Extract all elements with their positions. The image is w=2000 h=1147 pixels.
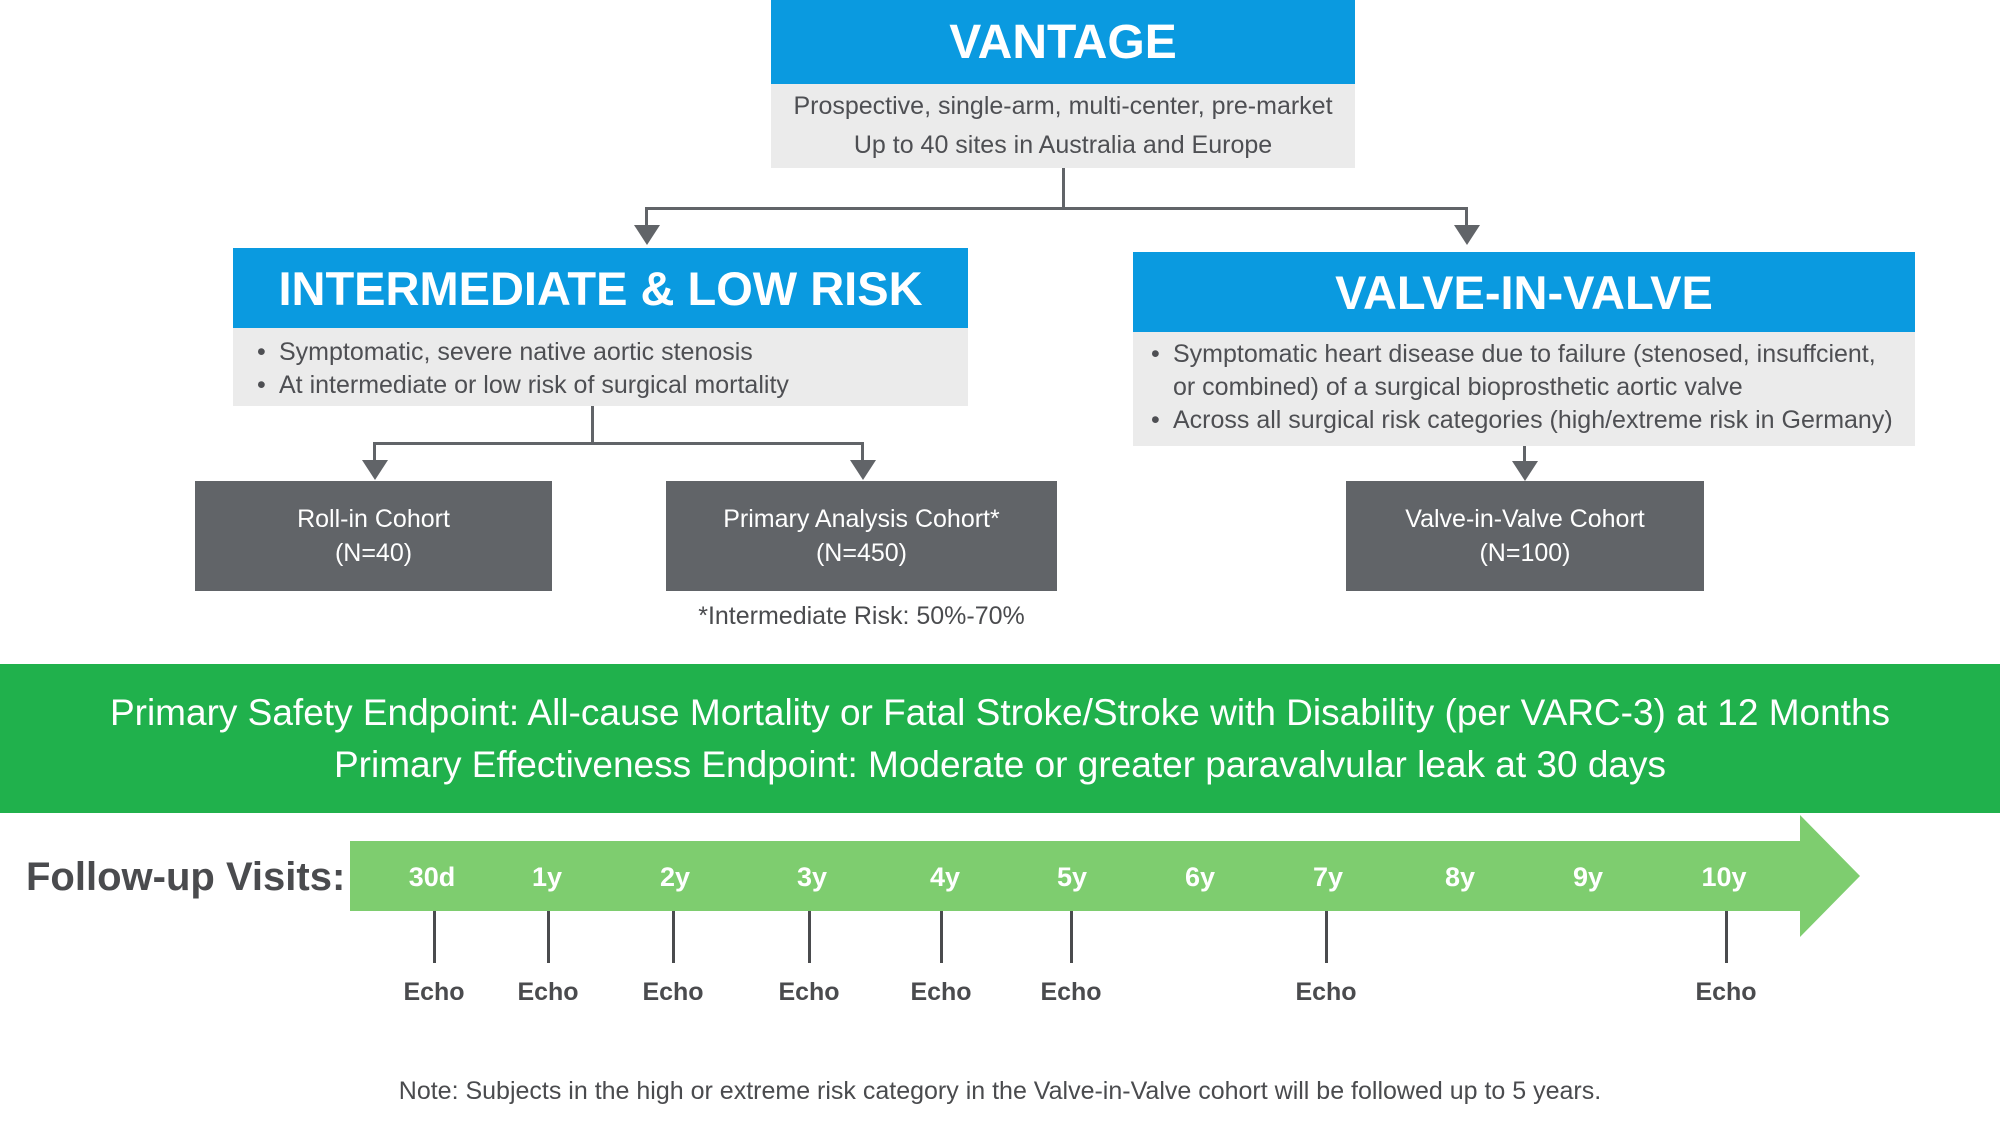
right-arm-bullet: Symptomatic heart disease due to failure… — [1147, 338, 1901, 404]
connector-left-arm-horizontal — [373, 442, 863, 445]
left-arm-bullet: At intermediate or low risk of surgical … — [253, 369, 968, 402]
study-title: VANTAGE — [949, 15, 1177, 69]
connector-to-primary — [861, 442, 864, 460]
right-arm-title-box: VALVE-IN-VALVE — [1133, 252, 1915, 332]
connector-to-right-arm — [1465, 207, 1468, 225]
primary-cohort-footnote: *Intermediate Risk: 50%-70% — [698, 602, 1025, 630]
primary-cohort-n: (N=450) — [815, 539, 907, 567]
arrow-to-roll-in — [362, 460, 388, 480]
primary-effectiveness-endpoint: Primary Effectiveness Endpoint: Moderate… — [334, 743, 1666, 785]
arrow-to-right-arm — [1454, 225, 1480, 245]
echo-label-10y: Echo — [1695, 978, 1757, 1006]
primary-analysis-cohort-box: Primary Analysis Cohort* (N=450) — [666, 481, 1057, 591]
study-sites-line: Up to 40 sites in Australia and Europe — [853, 131, 1273, 159]
follow-up-label: Follow-up Visits: — [26, 855, 346, 899]
viv-cohort-n: (N=100) — [1479, 539, 1571, 567]
endpoints-band: Primary Safety Endpoint: All-cause Morta… — [0, 664, 2000, 813]
right-arm-title: VALVE-IN-VALVE — [1335, 265, 1713, 319]
connector-study-horizontal — [645, 207, 1467, 210]
primary-cohort-name: Primary Analysis Cohort* — [723, 505, 1000, 533]
connector-to-left-arm — [645, 207, 648, 225]
echo-label-30d: Echo — [403, 978, 465, 1006]
echo-label-2y: Echo — [642, 978, 704, 1006]
study-design-line: Prospective, single-arm, multi-center, p… — [793, 92, 1333, 120]
primary-safety-endpoint: Primary Safety Endpoint: All-cause Morta… — [109, 691, 1891, 733]
study-title-box: VANTAGE — [771, 0, 1355, 84]
arrow-to-left-arm — [634, 225, 660, 245]
right-arm-criteria-panel: Symptomatic heart disease due to failure… — [1133, 332, 1915, 446]
viv-cohort-name: Valve-in-Valve Cohort — [1405, 505, 1645, 533]
arrow-to-primary — [850, 460, 876, 480]
follow-up-note: Note: Subjects in the high or extreme ri… — [398, 1077, 1602, 1105]
connector-to-viv — [1523, 446, 1526, 461]
timeline-arrow — [350, 815, 1860, 937]
left-arm-criteria-panel: Symptomatic, severe native aortic stenos… — [233, 328, 968, 406]
viv-cohort-box: Valve-in-Valve Cohort (N=100) — [1346, 481, 1704, 591]
echo-label-7y: Echo — [1295, 978, 1357, 1006]
echo-label-5y: Echo — [1040, 978, 1102, 1006]
echo-label-4y: Echo — [910, 978, 972, 1006]
connector-to-roll-in — [373, 442, 376, 460]
left-arm-bullet: Symptomatic, severe native aortic stenos… — [253, 336, 968, 369]
echo-label-1y: Echo — [517, 978, 579, 1006]
roll-in-cohort-box: Roll-in Cohort (N=40) — [195, 481, 552, 591]
left-arm-title-box: INTERMEDIATE & LOW RISK — [233, 248, 968, 328]
right-arm-bullet: Across all surgical risk categories (hig… — [1147, 404, 1901, 437]
echo-label-3y: Echo — [778, 978, 840, 1006]
connector-left-arm-down — [591, 406, 594, 444]
arrow-to-viv — [1512, 461, 1538, 481]
left-arm-title: INTERMEDIATE & LOW RISK — [278, 261, 923, 315]
roll-in-cohort-n: (N=40) — [334, 539, 413, 567]
study-description-panel: Prospective, single-arm, multi-center, p… — [771, 84, 1355, 168]
roll-in-cohort-name: Roll-in Cohort — [297, 505, 450, 533]
connector-study-down — [1062, 168, 1065, 209]
